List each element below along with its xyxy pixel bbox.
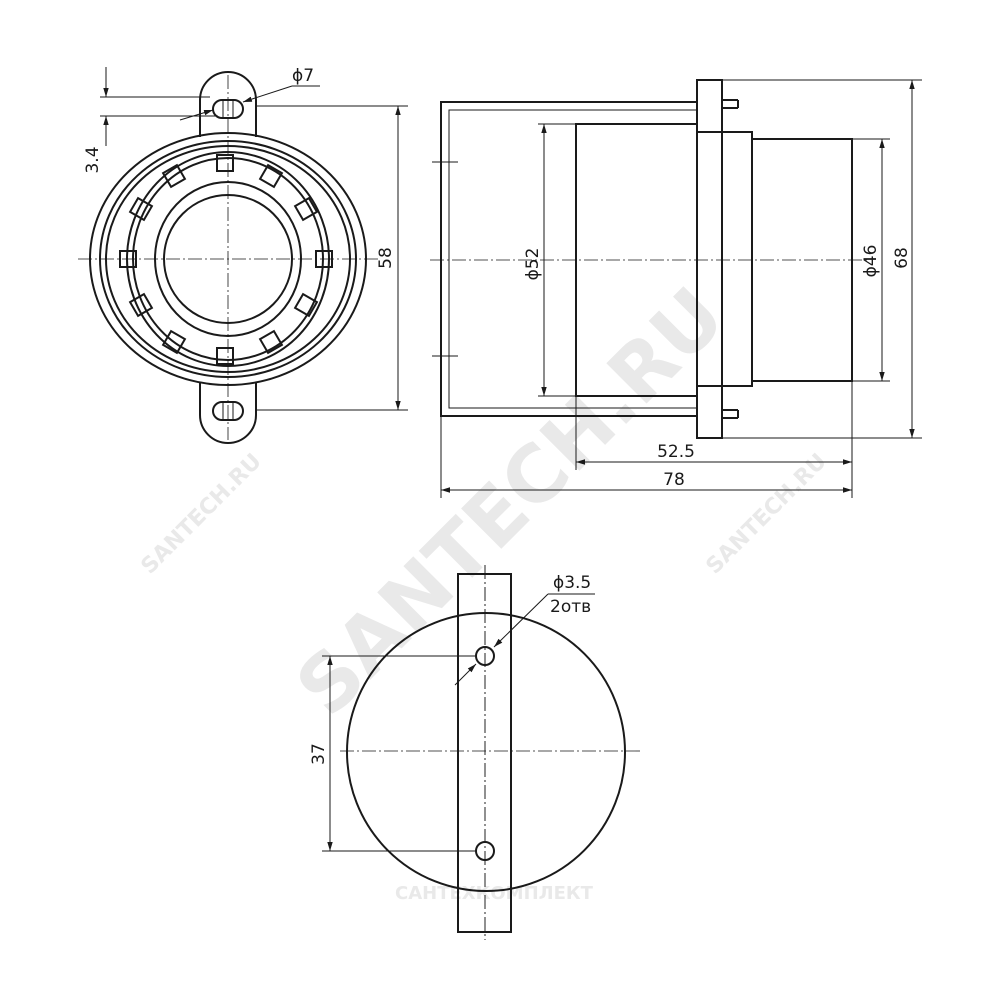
housing (440, 101, 697, 417)
plate-view: 37 ϕ3.5 2отв (309, 565, 640, 940)
neck-cylinder (751, 138, 853, 382)
inner-bore (163, 194, 293, 324)
front-view: 58 3.4 ϕ7 (78, 66, 408, 444)
dim-58-label: 58 (376, 247, 396, 269)
dim-phi7-label: ϕ7 (292, 66, 314, 86)
dim-3-4-label: 3.4 (83, 146, 103, 173)
top-lug-hole (212, 99, 244, 119)
watermark-small-left: SANTECH.RU (137, 449, 267, 579)
bottom-lug-hole (212, 401, 244, 421)
dim-phi3-5-label: ϕ3.5 (553, 573, 591, 593)
dim-78-label: 78 (663, 470, 685, 490)
watermark-small-right: SANTECH.RU (702, 449, 832, 579)
outer-ring (89, 132, 367, 386)
dim-hole-count-label: 2отв (550, 597, 591, 617)
contact-pads (119, 154, 333, 365)
flange (696, 79, 723, 439)
side-view: ϕ52 ϕ46 68 52.5 78 (430, 79, 922, 498)
mounting-strip (457, 573, 512, 933)
dim-phi46-label: ϕ46 (861, 245, 881, 278)
dim-37-label: 37 (309, 743, 329, 765)
dim-phi52-label: ϕ52 (523, 248, 543, 281)
dim-52-5-label: 52.5 (657, 442, 695, 462)
watermark-company: САНТЕХКОМПЛЕКТ (395, 883, 594, 904)
round-body (346, 612, 626, 892)
dim-68-label: 68 (892, 247, 912, 269)
